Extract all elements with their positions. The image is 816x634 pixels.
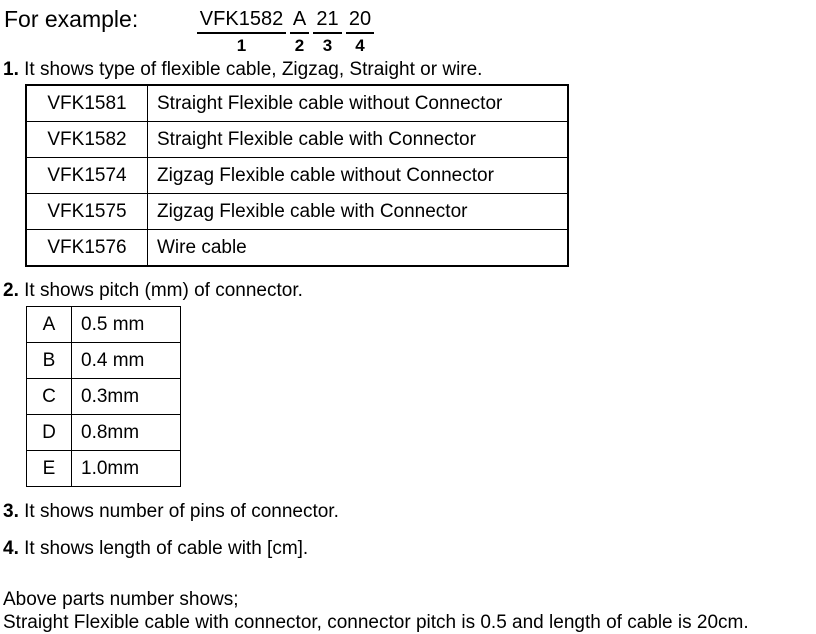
cable-type-code: VFK1576 [26, 229, 148, 266]
part-segment-3: 21 [313, 8, 342, 34]
cable-type-code: VFK1575 [26, 193, 148, 230]
part-segment-index-1: 1 [236, 36, 247, 55]
table-row: VFK1581 Straight Flexible cable without … [26, 85, 568, 122]
cable-type-description: Zigzag Flexible cable with Connector [147, 193, 568, 230]
part-number-breakdown: VFK1582 A 21 20 1 2 3 4 [197, 8, 457, 56]
note-1-number: 1. [3, 59, 19, 80]
pitch-code: A [26, 306, 72, 343]
note-2-text: It shows pitch (mm) of connector. [18, 280, 303, 301]
pitch-code: E [26, 450, 72, 487]
cable-type-table: VFK1581 Straight Flexible cable without … [25, 84, 569, 267]
pitch-table: A 0.5 mm B 0.4 mm C 0.3mm D 0.8mm E 1.0m… [26, 306, 181, 487]
example-label: For example: [4, 6, 139, 32]
part-segment-2: A [290, 8, 309, 34]
note-1-text: It shows type of flexible cable, Zigzag,… [18, 59, 483, 80]
cable-type-description: Zigzag Flexible cable without Connector [147, 157, 568, 194]
pitch-value: 0.8mm [71, 414, 181, 451]
pitch-value: 0.5 mm [71, 306, 181, 343]
part-segment-4: 20 [346, 8, 374, 34]
note-1: 1. It shows type of flexible cable, Zigz… [3, 58, 482, 81]
cable-type-code: VFK1581 [26, 85, 148, 122]
note-3-text: It shows number of pins of connector. [18, 501, 339, 522]
cable-type-code: VFK1582 [26, 121, 148, 158]
pitch-value: 0.4 mm [71, 342, 181, 379]
pitch-code: D [26, 414, 72, 451]
pitch-code: B [26, 342, 72, 379]
cable-type-description: Wire cable [147, 229, 568, 266]
table-row: B 0.4 mm [26, 342, 181, 379]
note-3: 3. It shows number of pins of connector. [3, 500, 339, 523]
table-row: A 0.5 mm [26, 306, 181, 343]
table-row: C 0.3mm [26, 378, 181, 415]
part-segment-1: VFK1582 [197, 8, 286, 34]
pitch-code: C [26, 378, 72, 415]
cable-type-code: VFK1574 [26, 157, 148, 194]
example-header: For example: VFK1582 A 21 20 1 2 3 4 [0, 4, 816, 56]
note-2: 2. It shows pitch (mm) of connector. [3, 279, 303, 302]
cable-type-description: Straight Flexible cable with Connector [147, 121, 568, 158]
pitch-value: 1.0mm [71, 450, 181, 487]
part-segment-index-2: 2 [294, 36, 305, 55]
note-4-text: It shows length of cable with [cm]. [18, 538, 309, 559]
table-row: VFK1582 Straight Flexible cable with Con… [26, 121, 568, 158]
closing-block: Above parts number shows; Straight Flexi… [3, 588, 749, 634]
cable-type-description: Straight Flexible cable without Connecto… [147, 85, 568, 122]
pitch-value: 0.3mm [71, 378, 181, 415]
table-row: E 1.0mm [26, 450, 181, 487]
table-row: VFK1575 Zigzag Flexible cable with Conne… [26, 193, 568, 230]
table-row: VFK1576 Wire cable [26, 229, 568, 266]
note-3-number: 3. [3, 501, 19, 522]
closing-line-1: Above parts number shows; [3, 589, 239, 610]
table-row: VFK1574 Zigzag Flexible cable without Co… [26, 157, 568, 194]
note-4-number: 4. [3, 538, 19, 559]
part-segment-index-4: 4 [355, 36, 365, 55]
part-segment-index-3: 3 [322, 36, 333, 55]
table-row: D 0.8mm [26, 414, 181, 451]
closing-line-2: Straight Flexible cable with connector, … [3, 612, 749, 633]
note-4: 4. It shows length of cable with [cm]. [3, 537, 308, 560]
note-2-number: 2. [3, 280, 19, 301]
